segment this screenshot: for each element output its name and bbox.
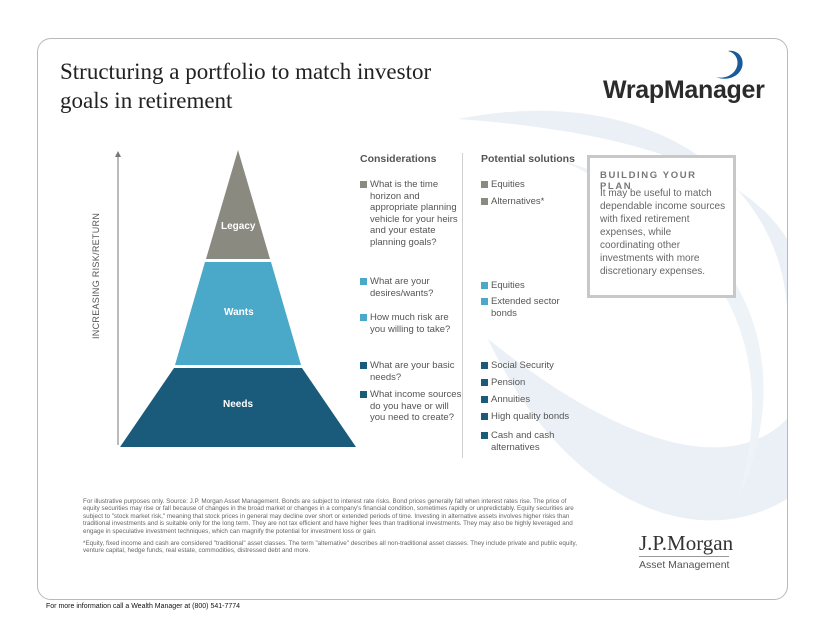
solution-item: High quality bonds xyxy=(481,411,591,423)
footnote-asterisk: *Equity, fixed income and cash are consi… xyxy=(83,540,577,555)
pyramid-tier-needs xyxy=(120,368,356,447)
wants-square-icon xyxy=(360,314,367,321)
footnote-disclaimer: For illustrative purposes only. Source: … xyxy=(83,498,574,535)
solution-item: Social Security xyxy=(481,360,591,372)
footnotes: For illustrative purposes only. Source: … xyxy=(83,498,583,560)
needs-square-icon xyxy=(360,362,367,369)
jpmorgan-subtitle: Asset Management xyxy=(639,556,730,571)
consideration-item: What are your basic needs? xyxy=(360,360,456,383)
solution-item: Annuities xyxy=(481,394,581,406)
solution-item: Equities xyxy=(481,280,581,292)
jpmorgan-logo: J.P.Morgan xyxy=(639,531,734,555)
wants-square-icon xyxy=(481,282,488,289)
contact-note: For more information call a Wealth Manag… xyxy=(46,603,241,610)
tier-label-needs: Needs xyxy=(223,399,254,410)
solution-item: Cash and cash alternatives xyxy=(481,430,571,453)
consideration-item: What is the time horizon and appropriate… xyxy=(360,179,460,248)
pyramid-tier-legacy xyxy=(206,150,270,259)
risk-pyramid xyxy=(115,150,356,447)
consideration-item: What income sources do you have or will … xyxy=(360,389,464,424)
wrapmanager-logo: WrapManager xyxy=(603,76,765,104)
needs-square-icon xyxy=(360,391,367,398)
page-title: Structuring a portfolio to match investo… xyxy=(60,59,432,113)
wants-square-icon xyxy=(360,278,367,285)
solution-item: Extended sector bonds xyxy=(481,296,571,319)
needs-square-icon xyxy=(481,396,488,403)
legacy-square-icon xyxy=(360,181,367,188)
legacy-square-icon xyxy=(481,198,488,205)
solution-item: Pension xyxy=(481,377,581,389)
solution-item: Alternatives* xyxy=(481,196,581,208)
consideration-item: How much risk are you willing to take? xyxy=(360,312,456,335)
column-divider xyxy=(462,153,463,458)
solutions-header: Potential solutions xyxy=(481,153,575,165)
needs-square-icon xyxy=(481,362,488,369)
axis-label: INCREASING RISK/RETURN xyxy=(91,212,101,339)
tier-label-wants: Wants xyxy=(224,307,254,318)
needs-square-icon xyxy=(481,413,488,420)
building-your-plan-box: BUILDING YOUR PLAN It may be useful to m… xyxy=(587,155,736,298)
pyramid-tier-wants xyxy=(175,262,301,365)
plan-heading: BUILDING YOUR PLAN xyxy=(600,170,697,192)
legacy-square-icon xyxy=(481,181,488,188)
solution-item: Equities xyxy=(481,179,581,191)
needs-square-icon xyxy=(481,432,488,439)
tier-label-legacy: Legacy xyxy=(221,221,256,232)
needs-square-icon xyxy=(481,379,488,386)
wrapmanager-swirl-icon xyxy=(716,50,743,79)
plan-text: It may be useful to match dependable inc… xyxy=(600,188,726,277)
slide-card: Structuring a portfolio to match investo… xyxy=(37,38,788,600)
considerations-header: Considerations xyxy=(360,153,437,165)
consideration-item: What are your desires/wants? xyxy=(360,276,460,299)
wants-square-icon xyxy=(481,298,488,305)
